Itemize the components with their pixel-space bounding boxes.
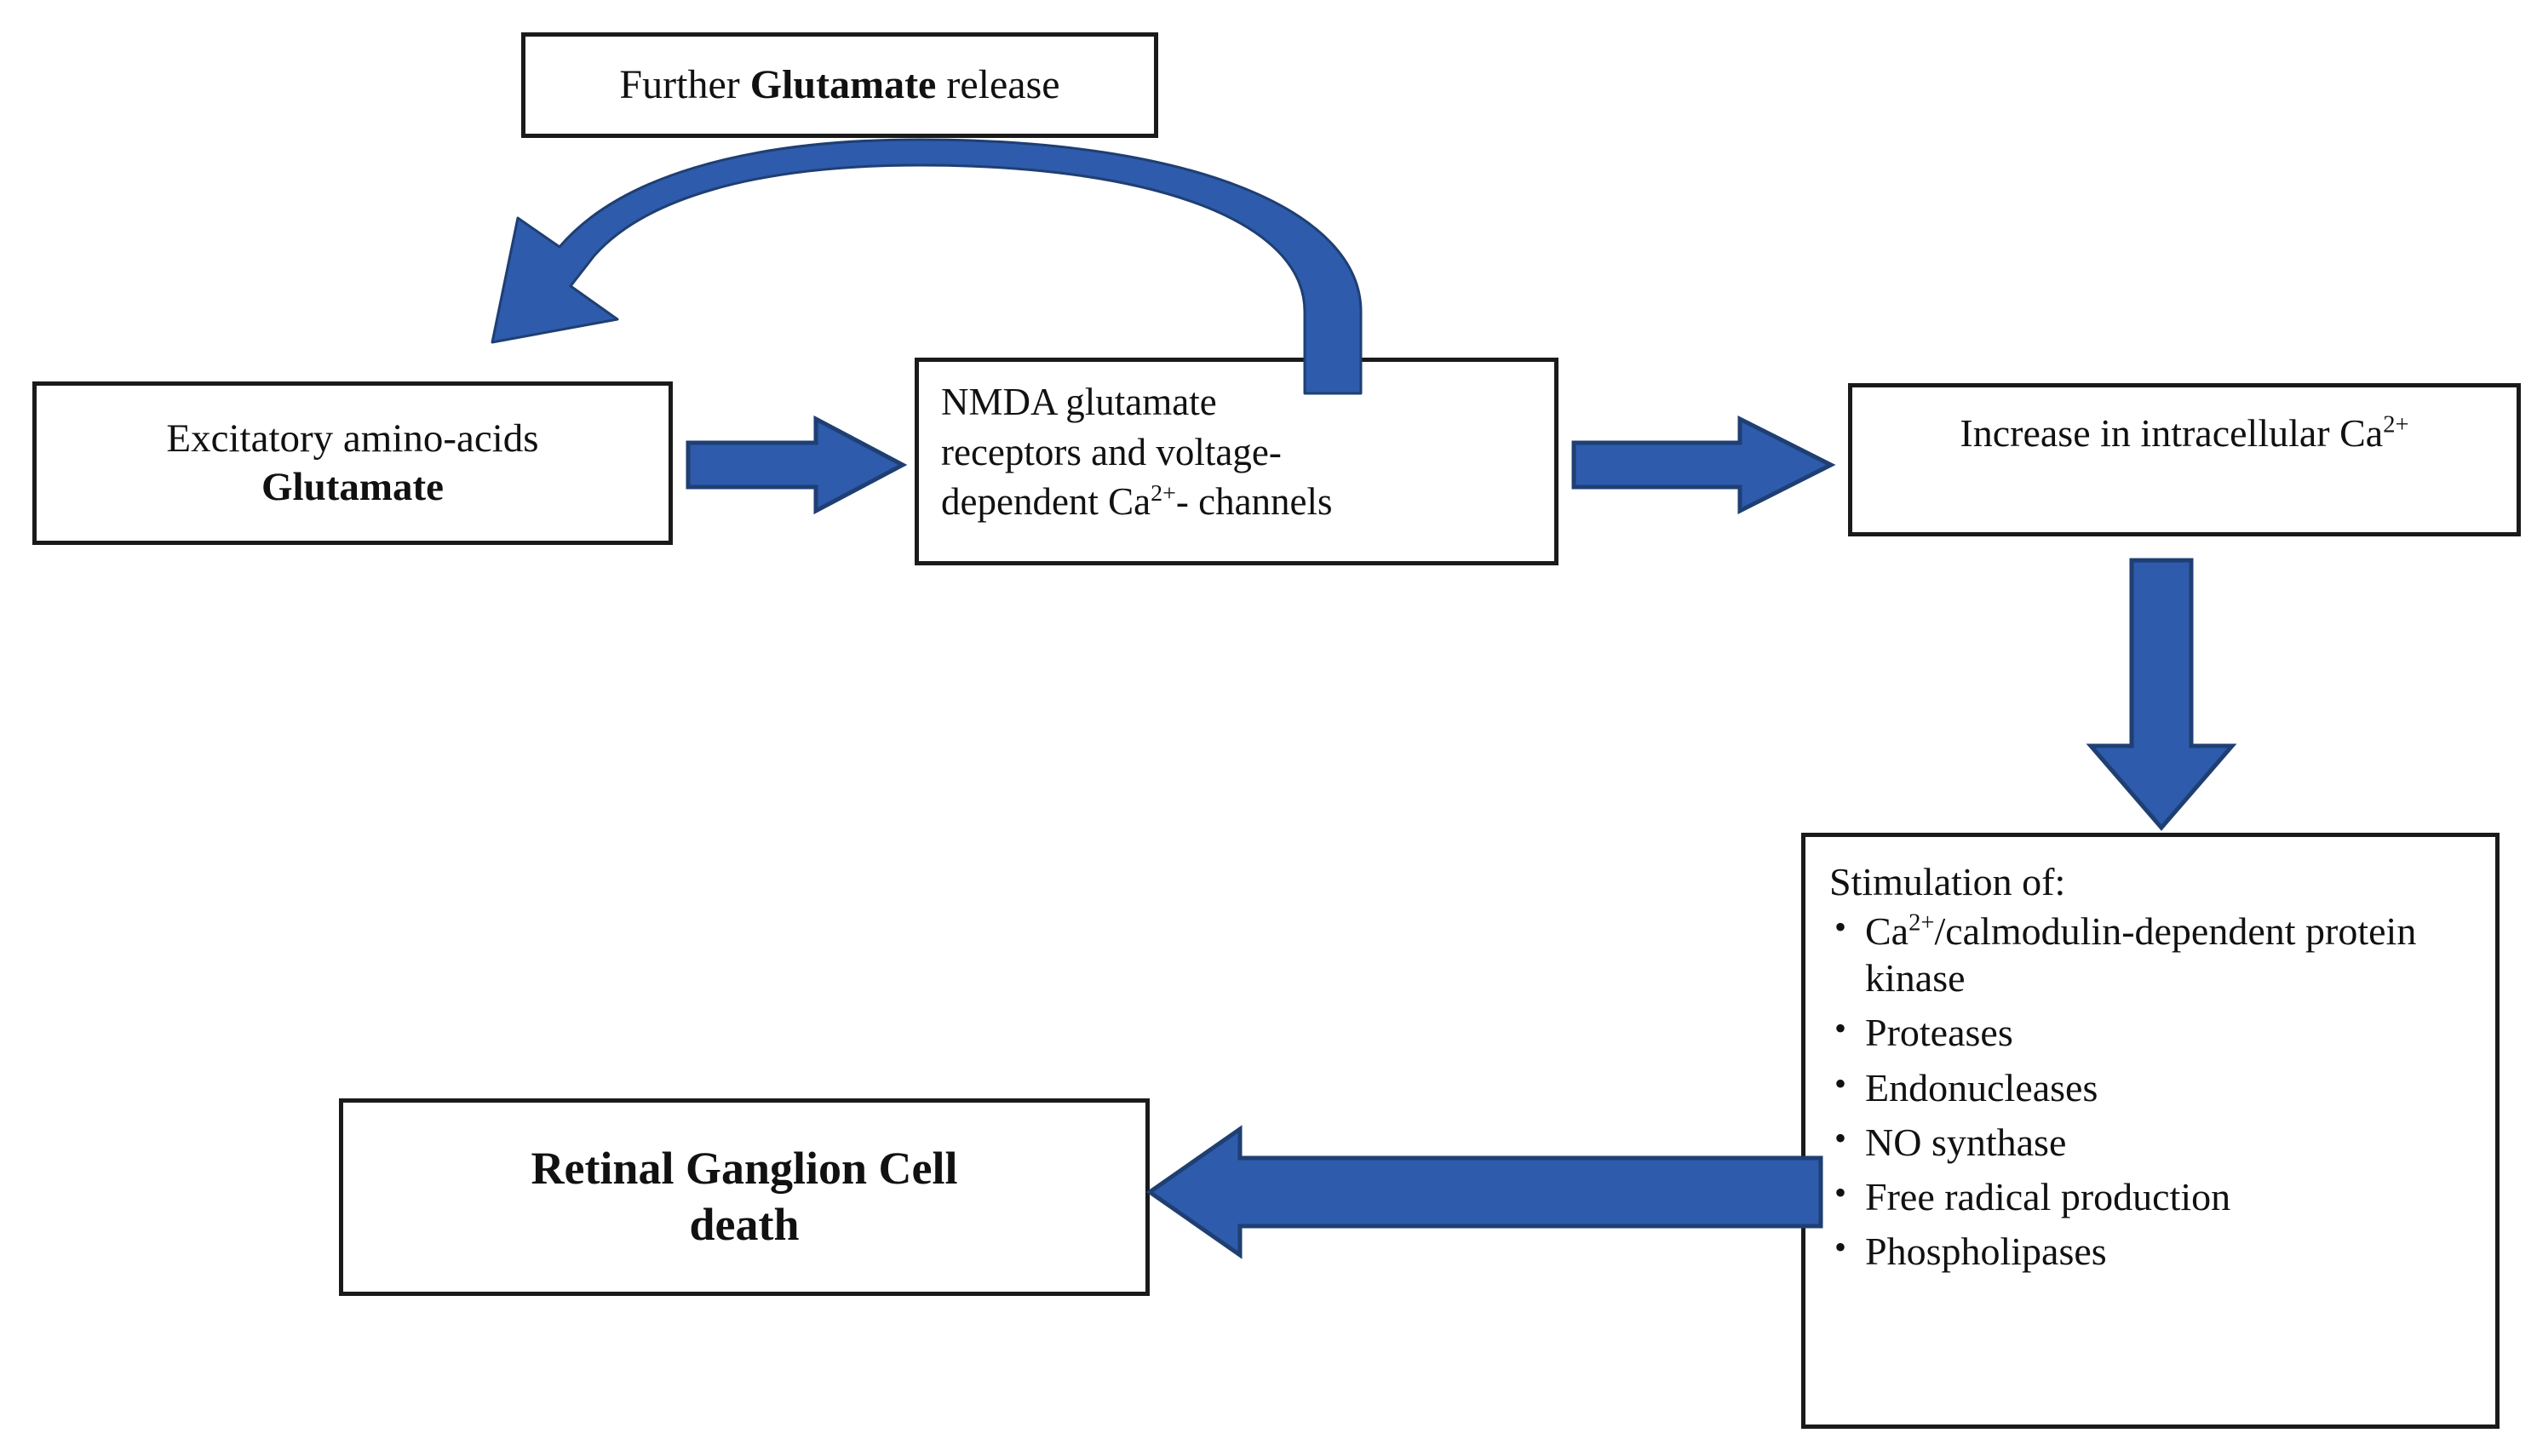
rgc-death-line-1: Retinal Ganglion Cell bbox=[531, 1143, 958, 1195]
arrow-right-excitatory-to-nmda bbox=[686, 415, 908, 515]
arrow-down-calcium-to-stimulation bbox=[2086, 558, 2237, 831]
further-release-suffix: release bbox=[936, 61, 1060, 107]
arrow-left-stimulation-to-rgc-death bbox=[1145, 1125, 1823, 1259]
node-excitatory-amino-acids[interactable]: Excitatory amino-acids Glutamate bbox=[32, 381, 673, 545]
stim-item-0-post: /calmodulin-dependent protein kinase bbox=[1865, 909, 2417, 1000]
node-further-glutamate-release[interactable]: Further Glutamate release bbox=[521, 32, 1158, 138]
list-item: Phospholipases bbox=[1831, 1226, 2483, 1275]
calcium-charge-superscript: 2+ bbox=[2383, 411, 2409, 439]
arrow-right-nmda-to-calcium bbox=[1571, 415, 1836, 515]
nmda-line-2: receptors and voltage- bbox=[941, 430, 1282, 473]
calcium-text: Increase in intracellular Ca2+ bbox=[1852, 410, 2517, 457]
node-intracellular-calcium[interactable]: Increase in intracellular Ca2+ bbox=[1848, 383, 2521, 536]
list-item: Ca2+/calmodulin-dependent protein kinase bbox=[1831, 906, 2483, 1001]
list-item: NO synthase bbox=[1831, 1117, 2483, 1166]
stim-item-0-superscript: 2+ bbox=[1908, 909, 1935, 937]
nmda-line-3: dependent Ca2+- channels bbox=[919, 477, 1554, 527]
list-item: Proteases bbox=[1831, 1007, 2483, 1056]
calcium-text-prefix: Increase in intracellular Ca bbox=[1960, 411, 2384, 455]
excitatory-line-1: Excitatory amino-acids bbox=[166, 416, 539, 461]
further-release-bold: Glutamate bbox=[749, 61, 937, 107]
further-release-prefix: Further bbox=[619, 61, 750, 107]
node-further-glutamate-release-text: Further Glutamate release bbox=[525, 60, 1154, 111]
node-retinal-ganglion-cell-death[interactable]: Retinal Ganglion Cell death bbox=[339, 1098, 1150, 1296]
node-nmda-receptors[interactable]: NMDA glutamate receptors and voltage- de… bbox=[915, 358, 1558, 565]
stimulation-items-list: Ca2+/calmodulin-dependent protein kinase… bbox=[1805, 906, 2495, 1282]
rgc-death-line-2: death bbox=[689, 1199, 800, 1250]
list-item: Free radical production bbox=[1831, 1172, 2483, 1220]
nmda-line-1: NMDA glutamate bbox=[941, 381, 1217, 423]
stim-item-0-pre: Ca bbox=[1865, 909, 1909, 953]
excitatory-line-2-glutamate: Glutamate bbox=[261, 465, 445, 509]
node-stimulation-list[interactable]: Stimulation of: Ca2+/calmodulin-dependen… bbox=[1801, 833, 2500, 1429]
list-item: Endonucleases bbox=[1831, 1063, 2483, 1111]
nmda-line-3-post: - channels bbox=[1175, 480, 1333, 523]
nmda-charge-superscript: 2+ bbox=[1151, 480, 1176, 507]
nmda-line-3-pre: dependent Ca bbox=[941, 480, 1151, 523]
stimulation-heading: Stimulation of: bbox=[1829, 860, 2066, 903]
